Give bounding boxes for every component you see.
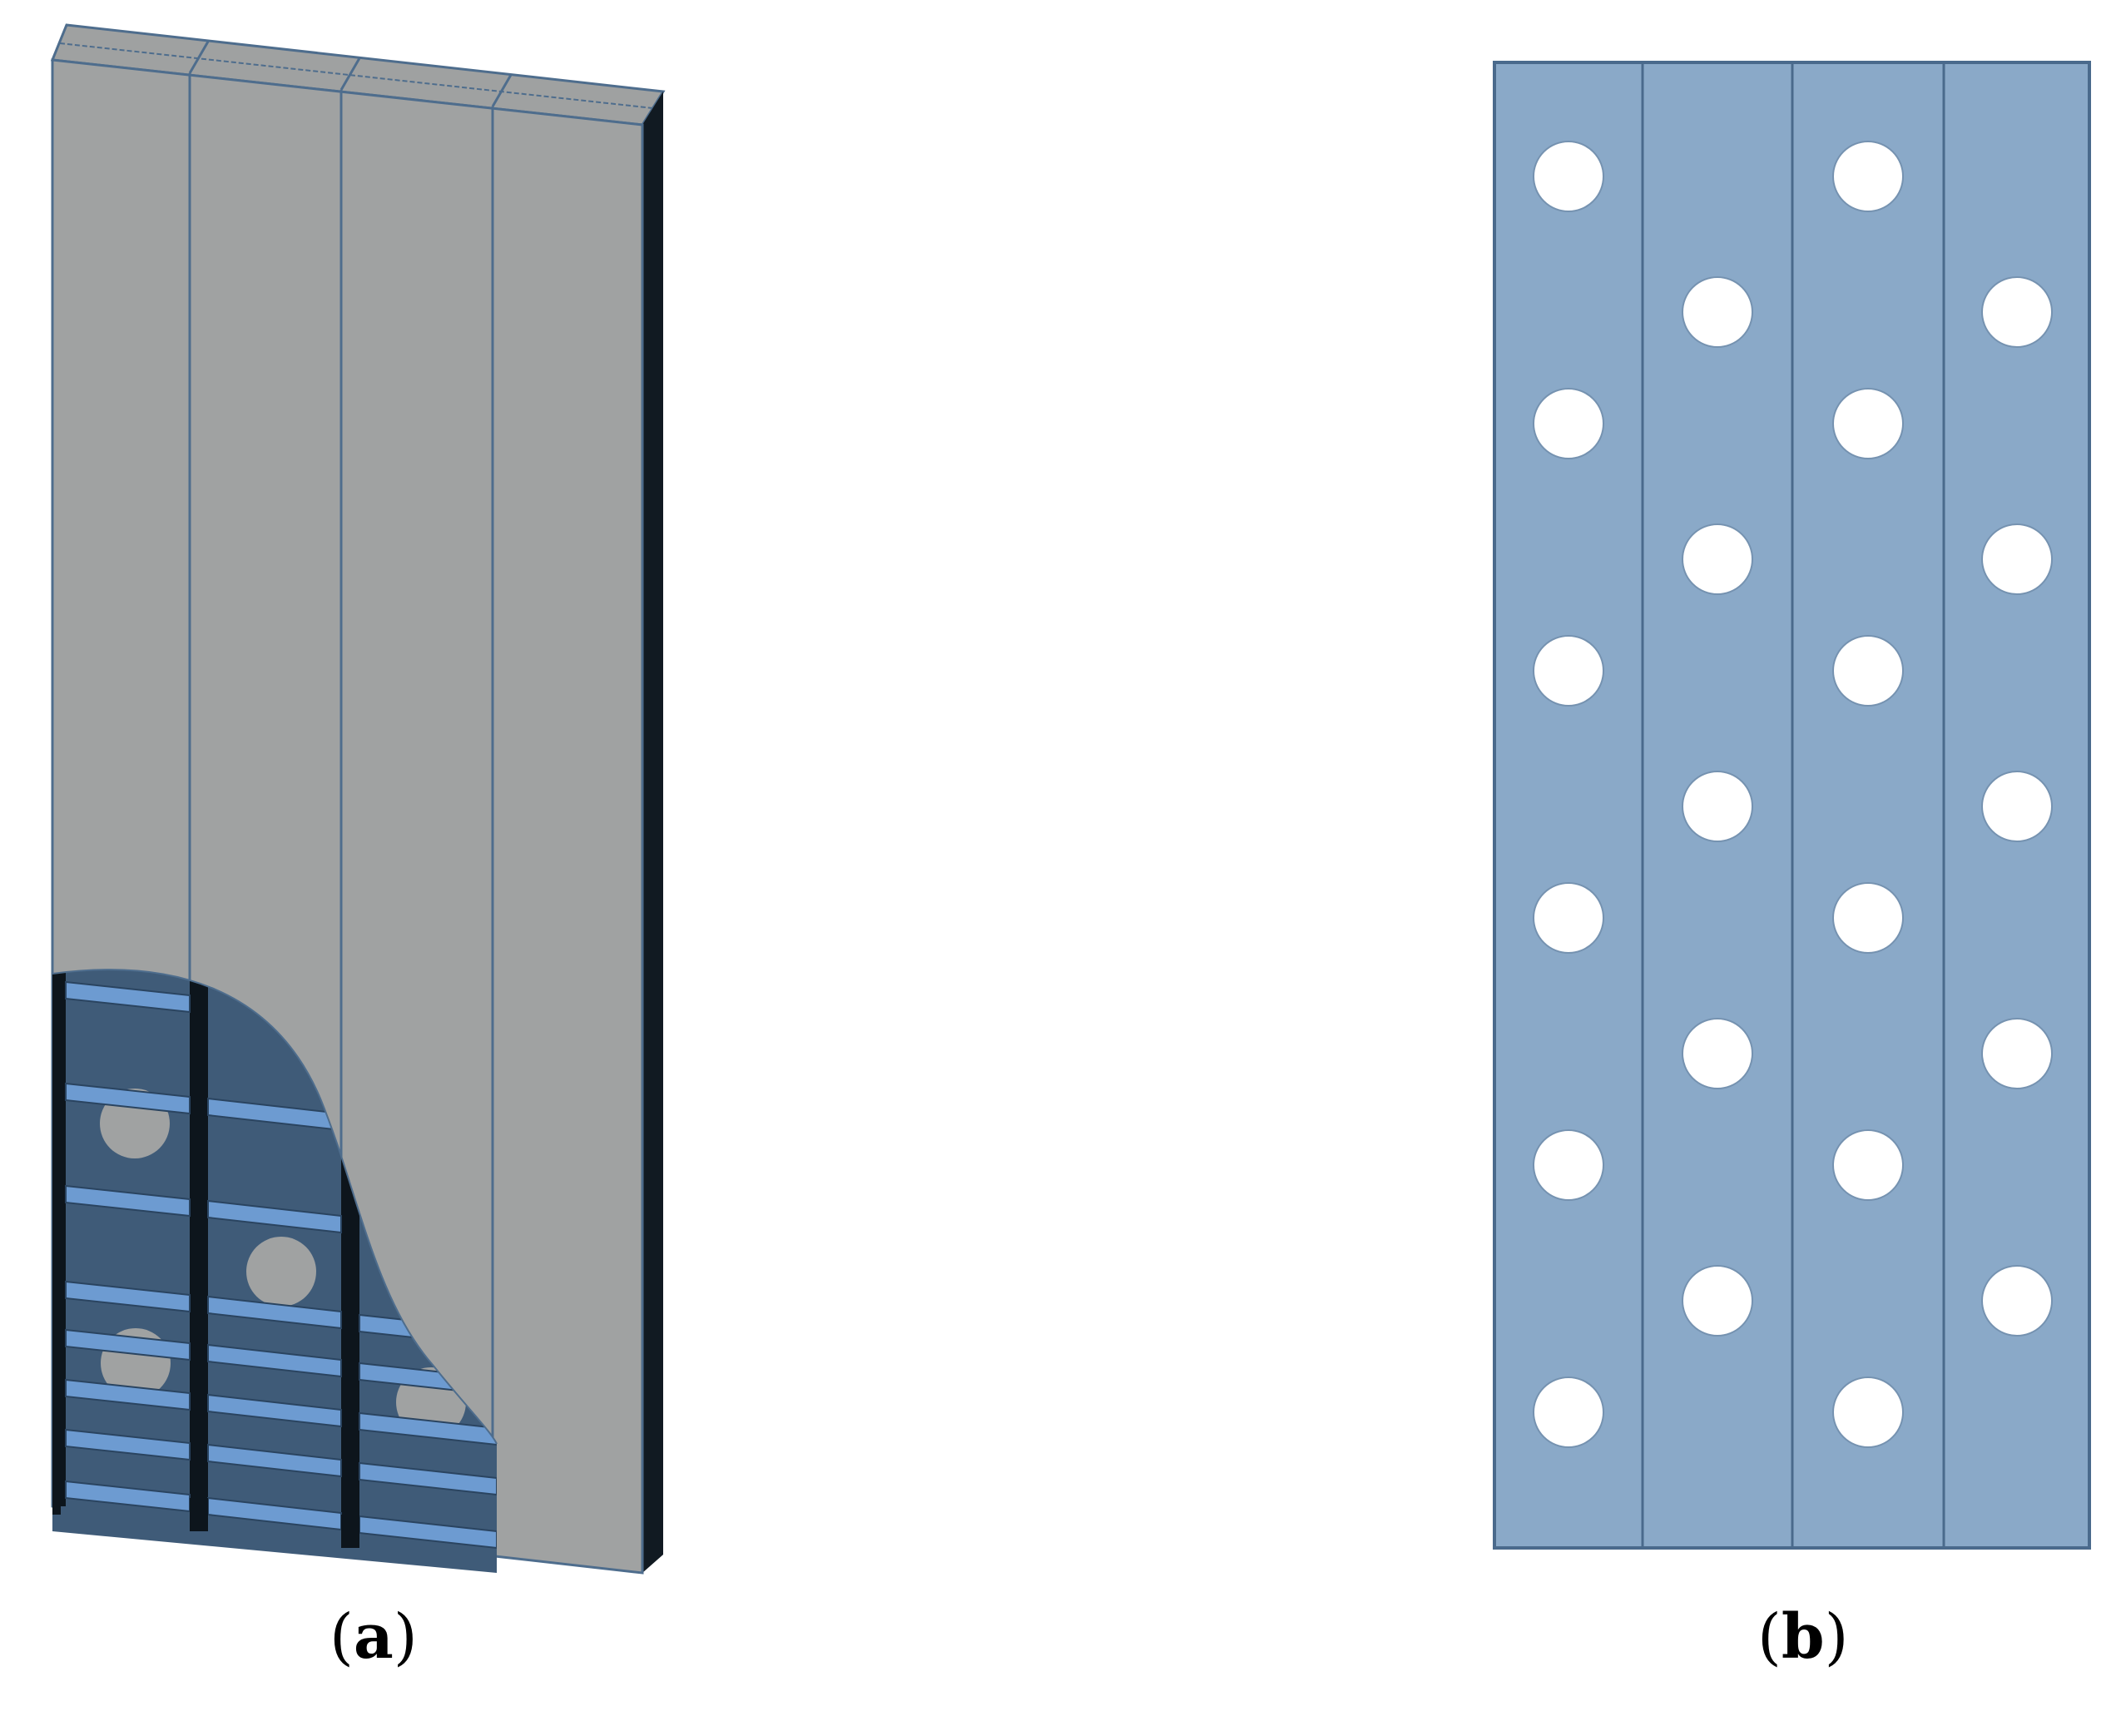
panel-b-plate [1493,61,2091,1550]
top-joint-2 [339,57,361,91]
perforation-hole [1533,388,1604,459]
internal-post [52,970,66,1506]
caption-panel-b: (b) [1757,1601,1849,1673]
perforation-hole [1533,635,1604,707]
perforation-hole [1682,276,1753,348]
post-base [190,1498,208,1531]
caption-letter-a: a [353,1601,394,1673]
perforation-hole [1533,882,1604,954]
perforation-hole [1682,771,1753,842]
perforation-hole [1981,771,2053,842]
perforation-hole [1682,1018,1753,1089]
internal-post [190,970,208,1531]
perforation-hole [1832,141,1904,212]
perforation-hole [1981,523,2053,595]
perforation-hole [1832,388,1904,459]
perforation-hole [1533,141,1604,212]
perforation-hole [1981,1018,2053,1089]
perforation-hole [1832,1129,1904,1201]
top-joint-3 [491,74,513,107]
top-joint-1 [188,41,210,74]
perforation-hole [1832,635,1904,707]
perforation-hole [1682,1265,1753,1337]
caption-letter-b: b [1781,1601,1825,1673]
perforation-hole [1832,1376,1904,1448]
perforation-hole [1533,1376,1604,1448]
perforation-hole [1682,523,1753,595]
perforation-hole [1832,882,1904,954]
internal-hole [246,1237,316,1307]
perforation-hole [1533,1129,1604,1201]
wall-side-face [642,92,663,1573]
hole-grid [1533,141,2053,1448]
post-base [52,1481,61,1515]
post-base [341,1515,359,1548]
perforation-hole [1981,276,2053,348]
panel-a-wall [50,23,666,1575]
top-edge-line [59,42,654,109]
caption-panel-a: (a) [330,1601,418,1673]
cutaway-edge [52,969,498,1445]
perforation-hole [1981,1265,2053,1337]
